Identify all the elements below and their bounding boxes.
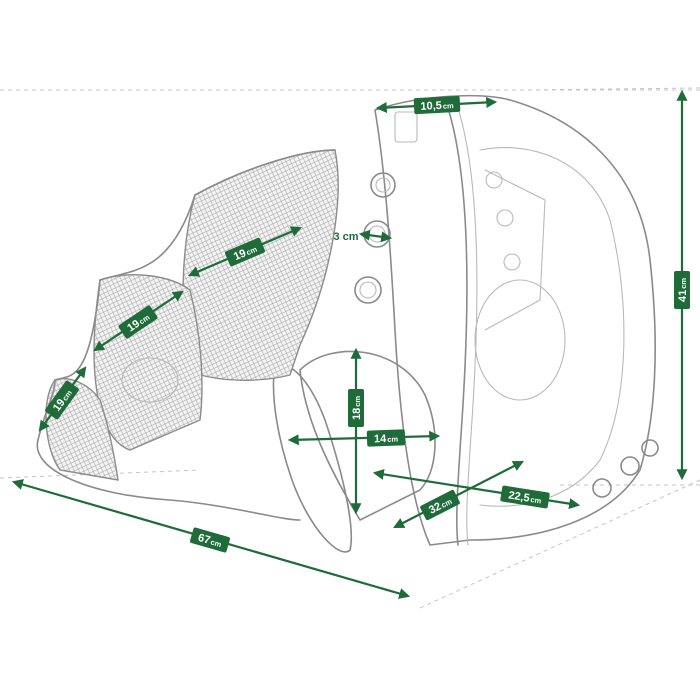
label-total-length: 67cm: [190, 527, 230, 553]
svg-text:22,5cm: 22,5cm: [507, 489, 542, 506]
svg-text:14cm: 14cm: [374, 433, 399, 446]
svg-text:3cm: 3cm: [333, 231, 358, 243]
label-tent-seg-1: 19cm: [225, 237, 265, 267]
label-height: 41cm: [674, 271, 690, 309]
door-opening: [272, 350, 436, 553]
label-door-width: 14cm: [366, 429, 406, 447]
svg-text:67cm: 67cm: [196, 532, 223, 550]
dim-vent-line: [358, 229, 393, 243]
guide-lines: [0, 87, 700, 609]
label-door-height: 18cm: [348, 389, 364, 427]
mesh-tent: [36, 149, 339, 521]
label-base-depth: 32cm: [420, 489, 460, 521]
label-base-width: 22,5cm: [500, 485, 550, 509]
label-tent-seg-3: 19cm: [45, 380, 79, 420]
svg-text:19cm: 19cm: [232, 243, 259, 264]
dim-door-width-line: [287, 430, 441, 446]
svg-text:18cm: 18cm: [351, 396, 363, 420]
svg-text:10,5cm: 10,5cm: [420, 99, 454, 113]
svg-text:41cm: 41cm: [677, 278, 689, 302]
label-top-width: 10,5cm: [413, 95, 461, 115]
label-tent-seg-2: 19cm: [118, 305, 158, 339]
